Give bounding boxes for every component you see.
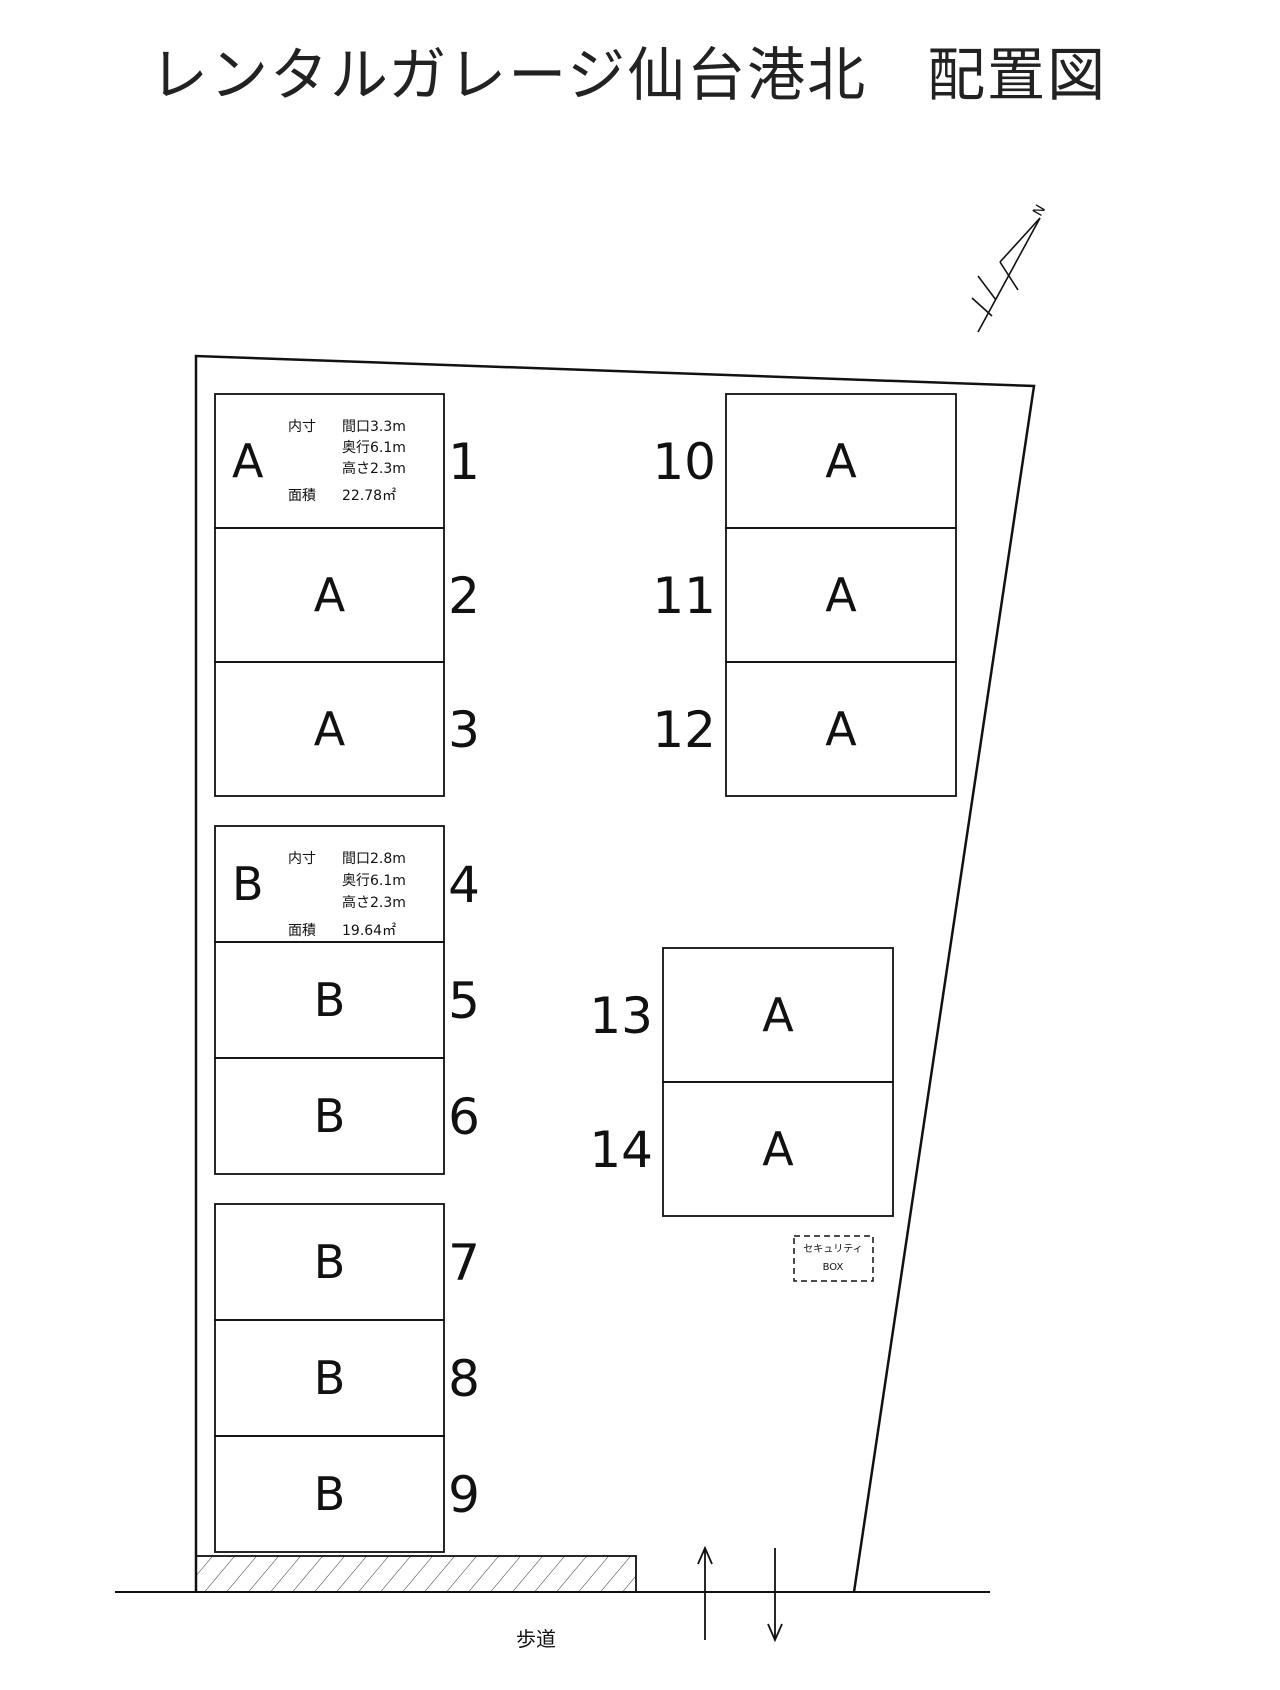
exit-arrow-icon (767, 1548, 783, 1643)
page-title: レンタルガレージ仙台港北 配置図 (150, 41, 1108, 109)
unit-type-label: A (314, 568, 346, 622)
unit-type-label: A (825, 702, 857, 756)
garage-unit-10: A 10 (652, 393, 957, 529)
unit-number: 1 (448, 433, 480, 491)
garage-unit-12: A 12 (652, 661, 957, 797)
security-box-line2: BOX (823, 1262, 844, 1273)
sidewalk-label: 歩道 (516, 1627, 556, 1651)
spec-area-label: 面積 (288, 923, 316, 939)
unit-number: 3 (448, 701, 480, 759)
unit-number: 7 (448, 1234, 480, 1292)
north-label: N (1030, 202, 1049, 219)
security-box-line1: セキュリティ (803, 1243, 862, 1255)
unit-number: 10 (652, 433, 716, 491)
spec-inner-label: 内寸 (288, 419, 316, 435)
unit-type-label: A (762, 1122, 794, 1176)
spec-frontage: 間口2.8m (342, 851, 406, 867)
unit-type-label: A (314, 702, 346, 756)
unit-type-label: B (314, 1351, 346, 1405)
hatched-strip (195, 1555, 637, 1593)
unit-type-label: B (314, 1467, 346, 1521)
garage-unit-1: A 内寸 間口3.3m 奥行6.1m 高さ2.3m 面積 22.78㎡ 1 (214, 393, 480, 529)
spec-height: 高さ2.3m (342, 460, 406, 477)
unit-box (662, 1081, 894, 1217)
spec-frontage: 間口3.3m (342, 419, 406, 435)
unit-type-label: A (762, 988, 794, 1042)
garage-unit-13: A 13 (589, 947, 894, 1083)
north-arrow-icon (971, 217, 1041, 333)
spec-height: 高さ2.3m (342, 894, 406, 911)
garage-unit-14: A 14 (589, 1081, 894, 1217)
unit-number: 2 (448, 567, 480, 625)
unit-number: 11 (652, 567, 716, 625)
spec-area: 22.78㎡ (342, 488, 396, 504)
entrance-arrow-icon (697, 1545, 713, 1640)
security-box: セキュリティ BOX (793, 1235, 874, 1282)
site-boundary (194, 354, 1036, 1593)
unit-type-label: A (825, 434, 857, 488)
spec-inner-label: 内寸 (288, 851, 316, 867)
unit-box (214, 661, 445, 797)
unit-box (725, 661, 957, 797)
garage-unit-11: A 11 (652, 527, 957, 663)
spec-area: 19.64㎡ (342, 923, 396, 939)
unit-number: 8 (448, 1350, 480, 1408)
unit-number: 5 (448, 972, 480, 1030)
unit-type-label: A (232, 434, 264, 488)
garage-unit-4: B 内寸 間口2.8m 奥行6.1m 高さ2.3m 面積 19.64㎡ 4 (214, 825, 480, 943)
unit-box (214, 1435, 445, 1553)
unit-type-label: B (314, 973, 346, 1027)
unit-type-label: B (314, 1089, 346, 1143)
unit-number: 14 (589, 1121, 653, 1179)
unit-number: 12 (652, 701, 716, 759)
spec-depth: 奥行6.1m (342, 872, 406, 889)
unit-number: 6 (448, 1088, 480, 1146)
spec-depth: 奥行6.1m (342, 439, 406, 456)
spec-area-label: 面積 (288, 488, 316, 504)
unit-number: 4 (448, 856, 480, 914)
unit-type-label: B (232, 857, 264, 911)
unit-type-label: A (825, 568, 857, 622)
unit-number: 9 (448, 1466, 480, 1524)
unit-number: 13 (589, 987, 653, 1045)
unit-box (214, 1057, 445, 1175)
unit-type-label: B (314, 1235, 346, 1289)
